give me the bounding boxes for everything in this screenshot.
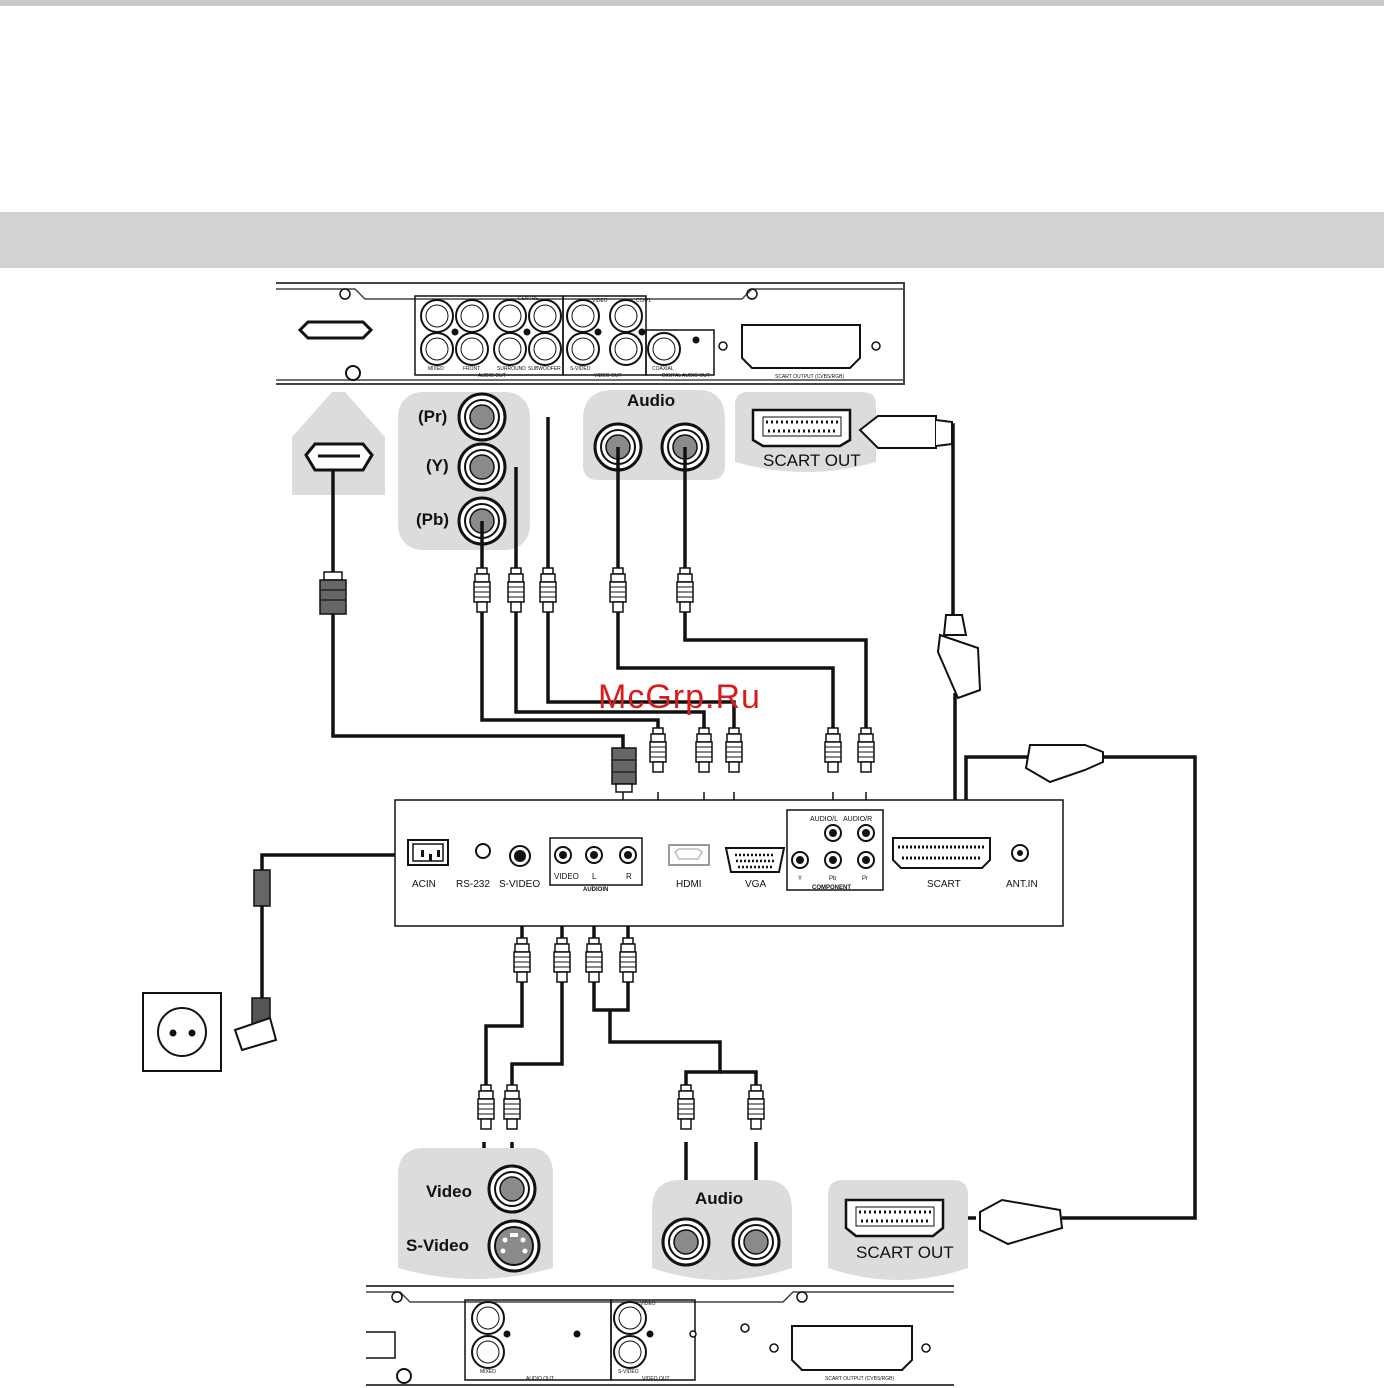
- tv-label-rs232: RS-232: [456, 879, 490, 890]
- jack-label: FRONT: [463, 366, 480, 372]
- scart-bottom-callout: SCART OUT: [828, 1180, 968, 1280]
- scart-top-callout: SCART OUT: [735, 392, 876, 472]
- tv-label-r: R: [626, 872, 632, 881]
- jack-label: CENTRE: [518, 296, 539, 302]
- scart-plug-bottom: [979, 1198, 1064, 1246]
- component-pb-label: (Pb): [416, 510, 449, 529]
- power-plug: [233, 869, 278, 1052]
- jack-label: COAXIAL: [652, 366, 674, 372]
- tv-label-vga: VGA: [745, 879, 766, 890]
- jack-label: MIXED: [480, 1369, 496, 1375]
- tv-label-audioin: AUDIOIN: [583, 887, 608, 893]
- hdmi-plug-top: [319, 571, 347, 615]
- jack-label: SURROUND: [497, 366, 526, 372]
- audio-top-callout: Audio: [583, 390, 725, 480]
- hdmi-callout: [292, 392, 385, 495]
- tv-label-acin: ACIN: [412, 879, 436, 890]
- tv-back-panel: [394, 799, 1064, 927]
- tv-label-audio-l: AUDIO/L: [810, 816, 838, 823]
- scart-output-label: SCART OUTPUT (CVBS/RGB): [775, 374, 845, 380]
- jack-label: MIXED: [428, 366, 444, 372]
- dvd-player-top: MIXED FRONT SURROUND SUBWOOFER CENTRE VI…: [276, 282, 905, 385]
- scart-plug-vertical: [936, 614, 982, 700]
- wall-socket: [142, 992, 222, 1072]
- tv-label-video: VIDEO: [554, 872, 579, 881]
- watermark: McGrp.Ru: [598, 678, 761, 716]
- audio-top-label: Audio: [627, 391, 675, 410]
- tv-label-component: COMPONENT: [812, 885, 851, 891]
- audio-bottom-label: Audio: [695, 1189, 743, 1208]
- scart-top-label: SCART OUT: [763, 451, 861, 470]
- component-pr-label: (Pr): [418, 407, 447, 426]
- jack-label: SUBWOOFER: [528, 366, 561, 372]
- jack-label: S-VIDEO: [618, 1369, 639, 1375]
- digital-audio-out-label: DIGITAL AUDIO OUT: [662, 373, 710, 379]
- scart-bottom-label: SCART OUT: [856, 1243, 954, 1262]
- dvd-player-bottom: MIXED S-VIDEO VIDEO AUDIO OUT VIDEO OUT …: [366, 1285, 954, 1386]
- player-top-jacks: [420, 299, 700, 366]
- tv-label-hdmi: HDMI: [676, 879, 702, 890]
- cables: [260, 417, 1197, 1247]
- tv-label-l: L: [592, 872, 597, 881]
- jack-label: S-VIDEO: [570, 366, 591, 372]
- video-svideo-callout: Video S-Video: [398, 1148, 553, 1279]
- tv-label-audio-r: AUDIO/R: [843, 816, 872, 823]
- scart-plug-right: [1024, 744, 1104, 784]
- scart-plug-top: [858, 415, 953, 449]
- tv-label-pb: Pb: [829, 876, 837, 882]
- tv-label-y: Y: [798, 876, 802, 882]
- jack-label: CO/P1: [636, 298, 651, 304]
- svideo-label: S-Video: [406, 1236, 469, 1255]
- video-out-label: VIDEO OUT: [594, 373, 622, 379]
- video-label: Video: [426, 1182, 472, 1201]
- hdmi-plug-tv: [611, 747, 637, 793]
- tv-label-pr: Pr: [862, 876, 868, 882]
- video-out-label: VIDEO OUT: [642, 1376, 670, 1382]
- tv-label-svideo: S-VIDEO: [499, 879, 540, 890]
- audio-bottom-callout: Audio: [652, 1180, 792, 1280]
- tv-label-antin: ANT.IN: [1006, 879, 1038, 890]
- tv-label-scart: SCART: [927, 879, 961, 890]
- jack-label: VIDEO: [592, 298, 608, 304]
- audio-out-label: AUDIO OUT: [478, 373, 506, 379]
- audio-out-label: AUDIO OUT: [526, 1376, 554, 1382]
- jack-label: VIDEO: [640, 1301, 656, 1307]
- top-rule: [0, 0, 1384, 6]
- section-header-band: [0, 212, 1384, 268]
- component-y-label: (Y): [426, 456, 449, 475]
- scart-output-label: SCART OUTPUT (CVBS/RGB): [825, 1376, 895, 1382]
- component-callout: (Pr) (Y) (Pb): [398, 392, 530, 550]
